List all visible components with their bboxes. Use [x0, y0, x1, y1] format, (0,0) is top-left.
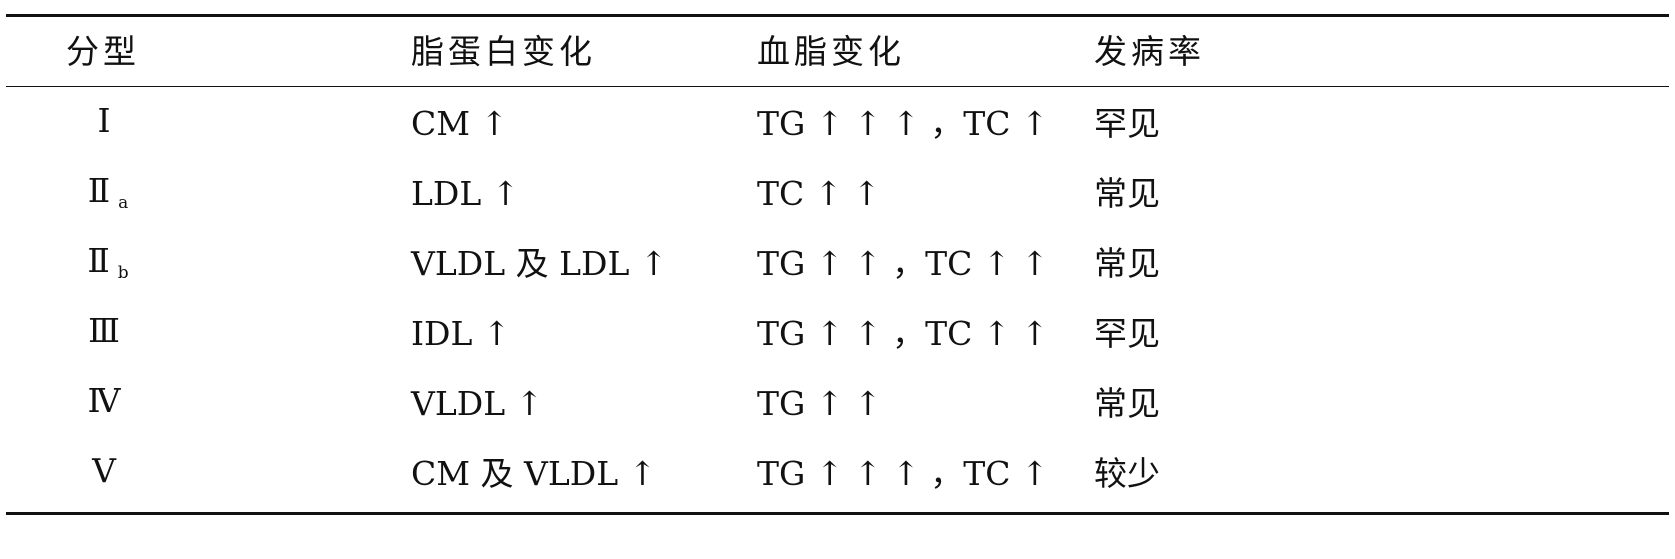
row-lipoprotein: CM 及 VLDL ↑	[411, 453, 657, 493]
type-numeral: Ⅲ	[88, 311, 120, 350]
row-type: Ⅲ	[6, 314, 380, 352]
table-bottom-rule	[6, 512, 1669, 515]
table-row: Ⅰ CM ↑ TG ↑ ↑ ↑ ，TC ↑ 罕见	[6, 88, 1669, 158]
type-numeral: Ⅳ	[87, 381, 121, 420]
row-lipid: TG ↑ ↑ ↑ ，TC ↑	[757, 103, 1049, 143]
row-incidence: 常见	[1094, 173, 1160, 213]
type-numeral: Ⅱ	[87, 241, 110, 280]
type-subscript: a	[118, 193, 129, 213]
lipoprotein-classification-table: 分型 脂蛋白变化 血脂变化 发病率 Ⅰ CM ↑ TG ↑ ↑ ↑ ，TC ↑ …	[6, 14, 1669, 515]
type-numeral: Ⅴ	[92, 451, 116, 490]
row-incidence: 常见	[1094, 383, 1160, 423]
table-row: Ⅳ VLDL ↑ TG ↑ ↑ 常见	[6, 368, 1669, 438]
table-top-rule	[6, 14, 1669, 17]
row-lipid: TG ↑ ↑ ↑ ，TC ↑	[757, 453, 1049, 493]
row-type: Ⅴ	[6, 454, 380, 492]
header-type: 分型	[66, 32, 140, 71]
row-lipoprotein: CM ↑	[411, 103, 509, 143]
row-lipid: TC ↑ ↑	[757, 173, 881, 213]
row-lipoprotein: VLDL 及 LDL ↑	[411, 243, 668, 283]
row-incidence: 罕见	[1094, 313, 1160, 353]
row-lipoprotein: VLDL ↑	[411, 383, 544, 423]
type-numeral: Ⅱ	[87, 171, 111, 210]
row-lipid: TG ↑ ↑ ，TC ↑ ↑	[757, 243, 1049, 283]
type-subscript: b	[117, 263, 129, 283]
table-header-rule	[6, 86, 1669, 87]
row-type: Ⅰ	[6, 104, 380, 142]
row-incidence: 罕见	[1094, 103, 1160, 143]
header-lipid-change: 血脂变化	[757, 32, 905, 71]
row-type: Ⅳ	[6, 384, 380, 422]
header-incidence: 发病率	[1094, 32, 1205, 71]
type-numeral: Ⅰ	[97, 101, 111, 140]
table-row: Ⅲ IDL ↑ TG ↑ ↑ ，TC ↑ ↑ 罕见	[6, 298, 1669, 368]
header-lipoprotein-change: 脂蛋白变化	[411, 32, 596, 71]
row-incidence: 较少	[1094, 453, 1160, 493]
row-lipoprotein: IDL ↑	[411, 313, 511, 353]
row-lipid: TG ↑ ↑	[757, 383, 882, 423]
table-row: Ⅴ CM 及 VLDL ↑ TG ↑ ↑ ↑ ，TC ↑ 较少	[6, 438, 1669, 508]
row-lipid: TG ↑ ↑ ，TC ↑ ↑	[757, 313, 1049, 353]
row-incidence: 常见	[1094, 243, 1160, 283]
table-header-row: 分型 脂蛋白变化 血脂变化 发病率	[6, 17, 1669, 86]
row-lipoprotein: LDL ↑	[411, 173, 520, 213]
